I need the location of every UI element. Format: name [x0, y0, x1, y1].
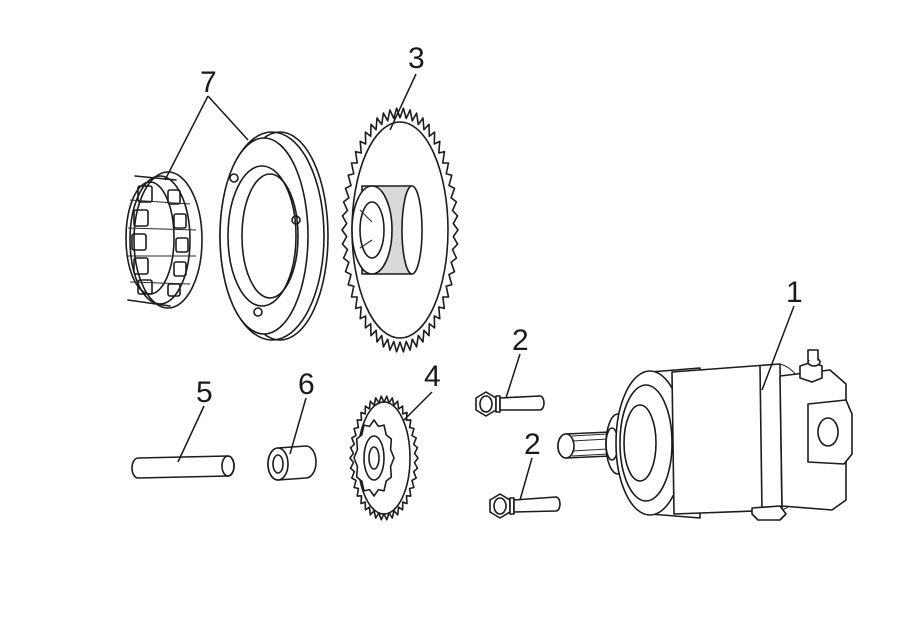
callout-6: 6: [298, 368, 315, 401]
leader-2a: [505, 353, 521, 399]
leader-2b: [519, 457, 533, 501]
bushing: [267, 445, 317, 481]
driven-gear: [341, 107, 459, 353]
callout-1: 1: [786, 276, 803, 309]
callout-5: 5: [196, 376, 213, 409]
leader-7b: [207, 95, 249, 141]
callout-3: 3: [408, 42, 425, 75]
leader-5: [177, 405, 205, 463]
leader-7a: [164, 95, 209, 181]
starter-motor: [557, 349, 853, 521]
one-way-clutch-sprag: [125, 171, 203, 309]
leader-6: [289, 397, 307, 455]
callout-2a: 2: [512, 324, 529, 357]
leader-3: [389, 73, 417, 131]
callout-7: 7: [200, 66, 217, 99]
one-way-clutch-housing: [219, 131, 329, 341]
leader-1: [761, 305, 795, 391]
idle-gear: [349, 395, 419, 521]
callout-4: 4: [424, 360, 441, 393]
leader-4: [403, 391, 433, 421]
callout-2b: 2: [524, 428, 541, 461]
bolt-lower: [489, 493, 561, 519]
shaft: [131, 455, 235, 479]
bolt-upper: [475, 391, 545, 417]
